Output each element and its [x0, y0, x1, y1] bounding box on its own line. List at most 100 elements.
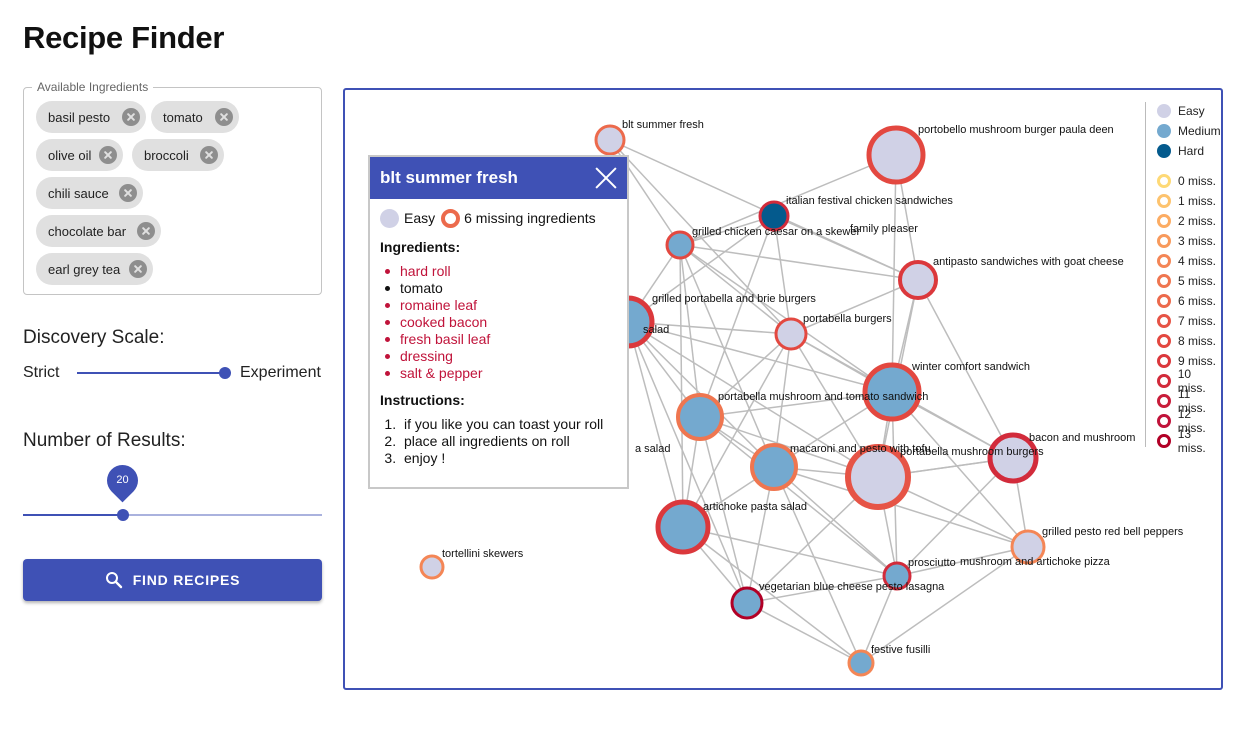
chip-remove-icon[interactable]	[122, 108, 140, 126]
recipe-node[interactable]	[898, 260, 938, 300]
recipe-node[interactable]	[882, 561, 912, 591]
legend-swatch	[1157, 394, 1171, 408]
ingredients-field[interactable]: Available Ingredients basil pesto tomato…	[23, 80, 322, 295]
recipe-node[interactable]	[987, 432, 1039, 484]
recipe-node-label: a salad	[635, 443, 670, 455]
chip-tomato: tomato	[151, 101, 239, 133]
recipe-node[interactable]	[665, 230, 695, 260]
graph-edge	[679, 244, 775, 468]
recipe-node[interactable]	[845, 444, 911, 510]
find-recipes-label: FIND RECIPES	[132, 572, 241, 588]
chip-label: tomato	[163, 109, 203, 125]
discovery-slider-track[interactable]	[77, 372, 225, 374]
recipe-node[interactable]	[774, 317, 808, 351]
close-icon[interactable]	[595, 167, 617, 189]
chip-remove-icon[interactable]	[129, 260, 147, 278]
graph-edge	[790, 279, 919, 335]
find-recipes-button[interactable]: FIND RECIPES	[23, 559, 322, 601]
graph-edge	[860, 546, 1029, 664]
discovery-min-label: Strict	[23, 364, 60, 381]
chip-remove-icon[interactable]	[99, 146, 117, 164]
legend-miss-6: 6 miss.	[1157, 293, 1216, 309]
results-slider-rail[interactable]	[23, 514, 322, 516]
legend-swatch	[1157, 144, 1171, 158]
graph-edge	[773, 466, 862, 664]
results-slider-thumb[interactable]	[117, 509, 129, 521]
chip-remove-icon[interactable]	[119, 184, 137, 202]
graph-edge	[627, 321, 879, 478]
recipe-node-label: portobello mushroom burger paula deen	[918, 124, 1114, 136]
results-slider-track[interactable]	[23, 514, 123, 516]
chip-label: chili sauce	[48, 185, 109, 201]
graph-edge	[627, 321, 684, 528]
discovery-slider-thumb[interactable]	[219, 367, 231, 379]
legend-swatch	[1157, 214, 1171, 228]
chip-remove-icon[interactable]	[215, 108, 233, 126]
chip-remove-icon[interactable]	[137, 222, 155, 240]
recipe-node-label: vegetarian blue cheese pesto lasagna	[759, 581, 945, 593]
legend-miss-3: 3 miss.	[1157, 233, 1216, 249]
chip-label: olive oil	[48, 147, 92, 163]
ingredient-item: fresh basil leaf	[380, 331, 617, 348]
ingredient-item: hard roll	[380, 263, 617, 280]
recipe-node[interactable]	[750, 443, 798, 491]
chip-remove-icon[interactable]	[200, 146, 218, 164]
results-label: Number of Results:	[23, 430, 186, 451]
instruction-step: if you like you can toast your roll	[400, 416, 617, 433]
ingredients-legend: Available Ingredients	[32, 80, 154, 94]
recipe-node[interactable]	[1010, 529, 1046, 565]
recipe-node-label: bacon and mushroom	[1029, 432, 1135, 444]
chip-chili-sauce: chili sauce	[36, 177, 143, 209]
recipe-node-label: macaroni and pesto with tofu	[790, 443, 931, 455]
graph-edge	[627, 215, 775, 323]
recipe-node[interactable]	[758, 200, 790, 232]
recipe-node[interactable]	[847, 649, 875, 677]
recipe-node[interactable]	[419, 554, 445, 580]
graph-edge	[896, 457, 1014, 577]
graph-edge	[679, 244, 919, 281]
recipe-node[interactable]	[655, 499, 711, 555]
legend-miss-2: 2 miss.	[1157, 213, 1216, 229]
recipe-node-label: family pleaser	[850, 223, 918, 235]
legend-swatch	[1157, 414, 1171, 428]
recipe-node[interactable]	[862, 362, 922, 422]
popup-missing: 6 missing ingredients	[464, 210, 596, 226]
legend-swatch	[1157, 334, 1171, 348]
legend-miss-12: 12 miss.	[1157, 407, 1221, 435]
graph-edge	[773, 215, 792, 335]
difficulty-dot	[380, 208, 399, 228]
graph-edge	[773, 466, 1029, 548]
legend-swatch	[1157, 274, 1171, 288]
recipe-popup: blt summer fresh Easy 6 missing ingredie…	[368, 155, 629, 489]
recipe-node[interactable]	[676, 393, 724, 441]
recipe-node-label: antipasto sandwiches with goat cheese	[933, 256, 1124, 268]
legend-miss-5: 5 miss.	[1157, 273, 1216, 289]
legend-miss-9: 9 miss.	[1157, 353, 1216, 369]
recipe-node[interactable]	[594, 124, 626, 156]
recipe-node-label: grilled portabella and brie burgers	[652, 293, 816, 305]
graph-edge	[891, 154, 897, 393]
graph-edge	[627, 321, 748, 604]
graph-edge	[773, 215, 919, 281]
recipe-node-label: portabella mushroom burgers	[900, 446, 1044, 458]
legend-miss-11: 11 miss.	[1157, 387, 1221, 415]
graph-edge	[679, 215, 775, 246]
recipe-node[interactable]	[866, 125, 926, 185]
graph-edge	[679, 244, 701, 418]
graph-edge	[682, 526, 862, 664]
instructions-heading: Instructions:	[380, 392, 465, 408]
legend-swatch	[1157, 374, 1171, 388]
legend-miss-10: 10 miss.	[1157, 367, 1221, 395]
legend-hard: Hard	[1157, 143, 1204, 159]
legend-miss-8: 8 miss.	[1157, 333, 1216, 349]
graph-edge	[679, 244, 684, 528]
recipe-node-label: portabella mushroom and tomato sandwich	[718, 391, 928, 403]
recipe-node-label: prosciutto	[908, 557, 956, 569]
search-icon	[105, 572, 122, 589]
discovery-scale-label: Discovery Scale:	[23, 327, 165, 348]
recipe-node[interactable]	[730, 586, 764, 620]
missing-dot	[441, 208, 461, 228]
